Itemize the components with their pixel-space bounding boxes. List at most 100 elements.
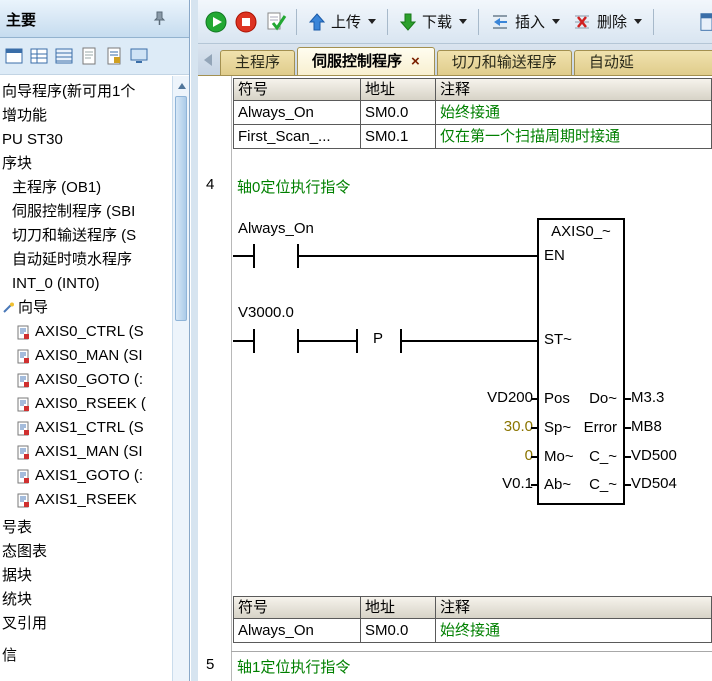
address-cell[interactable]: SM0.0 [361, 101, 436, 125]
network-comment[interactable]: 轴1定位执行指令 [237, 659, 351, 676]
chevron-down-icon[interactable] [634, 19, 643, 24]
contact-label[interactable]: V3000.0 [238, 304, 294, 321]
table-icon[interactable] [28, 45, 50, 67]
pin-cspeed: C_~ [589, 476, 617, 493]
sidebar-scrollbar[interactable] [172, 76, 189, 681]
operand[interactable]: VD500 [631, 447, 677, 464]
tree-item-communications[interactable]: 信 [2, 647, 18, 664]
tree-item-cpu[interactable]: PU ST30 [2, 131, 63, 148]
upload-button[interactable]: 上传 [305, 9, 379, 34]
pin-st: ST~ [544, 331, 572, 348]
operand[interactable]: MB8 [631, 418, 662, 435]
compile-button[interactable] [264, 10, 288, 34]
tree-item-cross-reference[interactable]: 叉引用 [2, 615, 48, 632]
tree-item-symbol-table[interactable]: 号表 [2, 519, 33, 536]
tree-item-axis1-rseek[interactable]: AXIS1_RSEEK [0, 488, 172, 512]
network-comment[interactable]: 轴0定位执行指令 [237, 179, 351, 196]
chevron-down-icon[interactable] [552, 19, 561, 24]
network-number[interactable]: 4 [206, 176, 215, 193]
tree-item-program-block[interactable]: 序块 [2, 155, 33, 172]
tree-item-axis0-rseek[interactable]: AXIS0_RSEEK ( [0, 392, 172, 416]
tree-item-system-block[interactable]: 统块 [2, 591, 33, 608]
address-cell[interactable]: SM0.0 [361, 619, 436, 643]
tree-item-new-features[interactable]: 增功能 [2, 107, 48, 124]
tab-servo-program[interactable]: 伺服控制程序× [297, 47, 435, 75]
pin-mode: Mo~ [544, 448, 574, 465]
contact-bar[interactable] [297, 329, 299, 353]
tree-item-int0[interactable]: INT_0 (INT0) [12, 275, 100, 292]
axis0-function-block[interactable]: AXIS0_~ EN ST~ Pos Sp~ Mo~ Ab~ Do~ Error… [537, 218, 625, 505]
contact-bar[interactable] [253, 329, 255, 353]
tree-item-main-ob1[interactable]: 主程序 (OB1) [12, 179, 102, 196]
pin-stub [623, 484, 631, 486]
tree-item-axis1-man[interactable]: AXIS1_MAN (SI [0, 440, 172, 464]
wand-icon [2, 302, 14, 314]
operand[interactable]: V0.1 [502, 475, 533, 492]
run-button[interactable] [204, 10, 228, 34]
stop-button[interactable] [234, 10, 258, 34]
comment-cell[interactable]: 始终接通 [436, 101, 712, 125]
download-button[interactable]: 下载 [396, 9, 470, 34]
chevron-down-icon[interactable] [459, 19, 468, 24]
table-row[interactable]: First_Scan_... SM0.1 仅在第一个扫描周期时接通 [234, 125, 712, 149]
operand[interactable]: VD200 [487, 389, 533, 406]
tab-scroll-left-icon[interactable] [204, 54, 212, 66]
comment-cell[interactable]: 仅在第一个扫描周期时接通 [436, 125, 712, 149]
scroll-up-icon[interactable] [173, 79, 190, 93]
tab-main-program[interactable]: 主程序 [220, 50, 296, 75]
tree-item-axis0-man[interactable]: AXIS0_MAN (SI [0, 344, 172, 368]
edge-contact-bar[interactable] [400, 329, 402, 353]
pin-error: Error [583, 419, 617, 436]
operand[interactable]: VD504 [631, 475, 677, 492]
contact-label[interactable]: Always_On [238, 220, 314, 237]
address-cell[interactable]: SM0.1 [361, 125, 436, 149]
comment-cell[interactable]: 始终接通 [436, 619, 712, 643]
tree-item-axis0-goto[interactable]: AXIS0_GOTO (: [0, 368, 172, 392]
window-icon[interactable] [3, 45, 25, 67]
positive-edge-label[interactable]: P [372, 330, 383, 347]
table-row[interactable]: Always_On SM0.0 始终接通 [234, 101, 712, 125]
tree-item-axis1-ctrl[interactable]: AXIS1_CTRL (S [0, 416, 172, 440]
edge-contact-bar[interactable] [356, 329, 358, 353]
delete-button[interactable]: 删除 [569, 9, 645, 34]
tab-spray-program[interactable]: 自动延 [573, 50, 712, 75]
contact-bar[interactable] [253, 244, 255, 268]
operand-constant[interactable]: 30.0 [503, 418, 533, 435]
symbol-cell[interactable]: Always_On [234, 619, 361, 643]
scrollbar-thumb[interactable] [175, 96, 187, 321]
network-number[interactable]: 5 [206, 656, 215, 673]
windows-layout-icon[interactable] [700, 10, 712, 34]
wire [299, 340, 356, 342]
subroutine-icon [16, 493, 31, 508]
tree-item-wizards[interactable]: 向导 [0, 296, 172, 320]
monitor-icon[interactable] [128, 45, 150, 67]
tree-item-cutter-program[interactable]: 切刀和输送程序 (S [12, 227, 137, 244]
operand-constant[interactable]: 0 [524, 447, 533, 464]
document-icon[interactable] [78, 45, 100, 67]
sidebar-title: 主要 [6, 12, 37, 29]
operand[interactable]: M3.3 [631, 389, 665, 406]
tree-item-spray-program[interactable]: 自动延时喷水程序 [12, 251, 133, 268]
pin-stub [623, 427, 631, 429]
close-icon[interactable]: × [411, 53, 420, 70]
tree-item-data-block[interactable]: 据块 [2, 567, 33, 584]
tree-item-axis0-ctrl[interactable]: AXIS0_CTRL (S [0, 320, 172, 344]
contact-bar[interactable] [297, 244, 299, 268]
pin-icon[interactable] [151, 10, 167, 26]
grid-icon[interactable] [53, 45, 75, 67]
panel-splitter[interactable] [191, 0, 198, 681]
tree-item-servo-program[interactable]: 伺服控制程序 (SBI [12, 203, 136, 220]
chevron-down-icon[interactable] [368, 19, 377, 24]
insert-button[interactable]: 插入 [487, 9, 563, 34]
tab-cutter-program[interactable]: 切刀和输送程序 [436, 50, 572, 75]
symbol-cell[interactable]: Always_On [234, 101, 361, 125]
table-row[interactable]: Always_On SM0.0 始终接通 [234, 619, 712, 643]
symbol-cell[interactable]: First_Scan_... [234, 125, 361, 149]
tree-item-axis1-goto[interactable]: AXIS1_GOTO (: [0, 464, 172, 488]
tree-item-wizard-programs[interactable]: 向导程序(新可用1个 [2, 83, 136, 100]
subroutine-icon [16, 421, 31, 436]
toolbar-separator [296, 8, 297, 35]
tree-item-status-chart[interactable]: 态图表 [2, 543, 48, 560]
document2-icon[interactable] [103, 45, 125, 67]
